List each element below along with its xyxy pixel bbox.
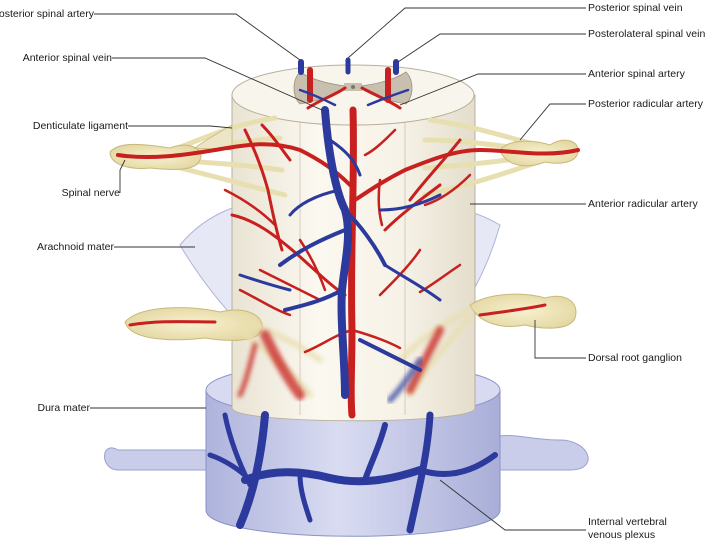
label-anterior-radicular-artery: Anterior radicular artery xyxy=(588,198,698,210)
label-denticulate-ligament: Denticulate ligament xyxy=(32,120,128,132)
internal-vertebral-venous-plexus xyxy=(207,411,498,534)
label-arachnoid-mater: Arachnoid mater xyxy=(36,241,114,253)
leader-lines xyxy=(90,7,586,531)
lower-spinal-nerves xyxy=(124,293,577,398)
label-anterior-spinal-artery: Anterior spinal artery xyxy=(588,68,685,80)
label-posterior-spinal-artery: Posterior spinal artery xyxy=(0,8,94,20)
label-posterior-spinal-vein: Posterior spinal vein xyxy=(588,2,683,14)
label-dura-mater: Dura mater xyxy=(37,402,90,414)
label-posterior-radicular-artery: Posterior radicular artery xyxy=(588,98,703,110)
label-dorsal-root-ganglion: Dorsal root ganglion xyxy=(588,352,682,364)
label-anterior-spinal-vein: Anterior spinal vein xyxy=(22,52,112,64)
veins xyxy=(238,57,442,399)
label-internal-vertebral-line1: Internal vertebral xyxy=(588,516,667,528)
blurred-veins-behind-arachnoid xyxy=(387,357,423,403)
label-spinal-nerve: Spinal nerve xyxy=(61,187,120,199)
label-internal-vertebral-line2: venous plexus xyxy=(588,529,656,541)
label-posterolateral-spinal-vein: Posterolateral spinal vein xyxy=(588,28,705,40)
blurred-arteries-behind-arachnoid xyxy=(237,326,444,400)
denticulate-ligament xyxy=(193,124,233,151)
